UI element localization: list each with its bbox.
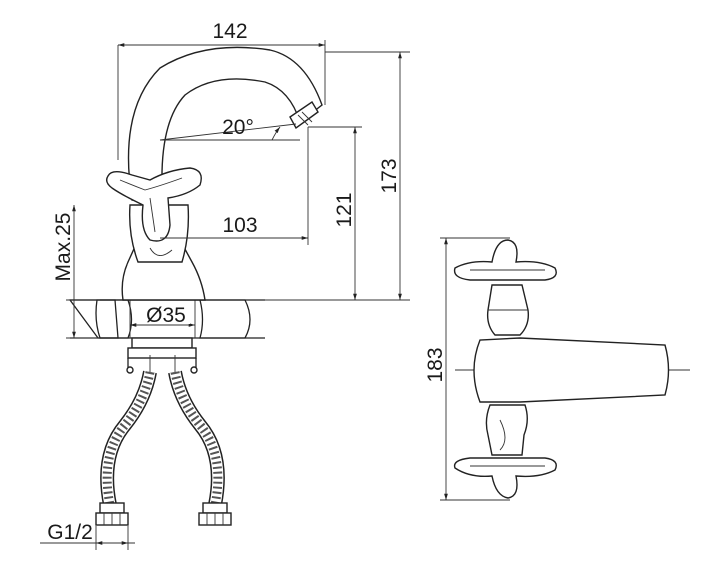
dim-max-thickness-label: Max.25: [52, 213, 75, 282]
mount-nut: [131, 337, 193, 349]
side-view: 142 173 121 103 20°: [40, 20, 410, 550]
handle: [105, 167, 202, 242]
dim-spout-reach: 103: [160, 127, 309, 245]
hose-fitting-left: [95, 502, 129, 526]
dim-height-spout-label: 121: [333, 192, 356, 227]
dim-max-thickness: Max.25: [52, 205, 100, 339]
spindle-bottom: [485, 404, 528, 456]
dim-hole-diameter-label: Ø35: [146, 304, 186, 327]
spout-top-view: [473, 337, 670, 403]
handle-bottom: [453, 457, 557, 499]
dim-overall-reach: 142: [117, 20, 326, 160]
dim-spout-reach-label: 103: [222, 214, 257, 237]
top-view: 183: [424, 237, 690, 501]
dim-hole-diameter: Ø35: [130, 304, 195, 327]
dim-height-total-label: 173: [378, 158, 401, 193]
dim-spout-angle-label: 20°: [222, 116, 254, 139]
dim-thread-label: G1/2: [47, 521, 93, 544]
handle-top: [453, 239, 557, 281]
dim-height-spout: 121: [308, 126, 362, 300]
dim-handle-span-label: 183: [424, 347, 447, 382]
dim-handle-span: 183: [424, 237, 510, 501]
dim-spout-angle: 20°: [159, 116, 300, 141]
spout: [127, 46, 323, 206]
dim-thread: G1/2: [40, 521, 135, 550]
dim-height-total: 173: [265, 51, 410, 301]
dim-overall-reach-label: 142: [212, 20, 247, 43]
hose-fitting-right: [198, 502, 232, 526]
